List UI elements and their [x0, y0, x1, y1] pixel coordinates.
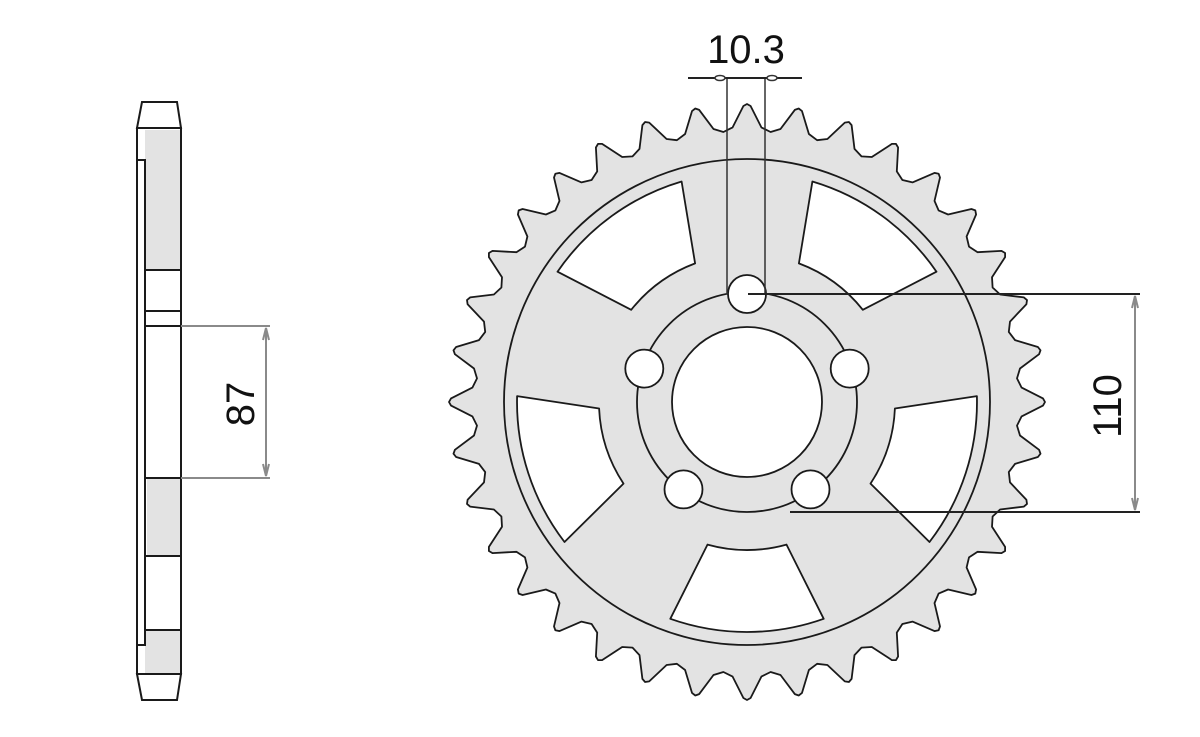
bolt-hole	[624, 348, 665, 389]
bolt-hole	[829, 348, 870, 389]
dimension-87	[181, 325, 270, 479]
outer-ring-circle	[503, 158, 991, 646]
window-cutout	[798, 180, 938, 311]
dimension-110	[748, 293, 1140, 513]
center-bore	[671, 326, 823, 478]
window-cutout	[556, 180, 696, 311]
bolt-hole	[790, 469, 831, 510]
window-cutout	[869, 395, 978, 543]
window-cutout	[669, 543, 825, 633]
dimension-10-3-label: 10.3	[707, 28, 785, 72]
dimension-87-label: 87	[219, 382, 263, 427]
sprocket-front-view	[448, 103, 1046, 701]
dimension-10-3	[688, 74, 802, 294]
bolt-hole	[663, 469, 704, 510]
window-cutout	[516, 395, 625, 543]
dimension-110-label: 110	[1086, 374, 1130, 438]
side-view	[135, 101, 183, 701]
lightening-windows	[516, 180, 978, 633]
